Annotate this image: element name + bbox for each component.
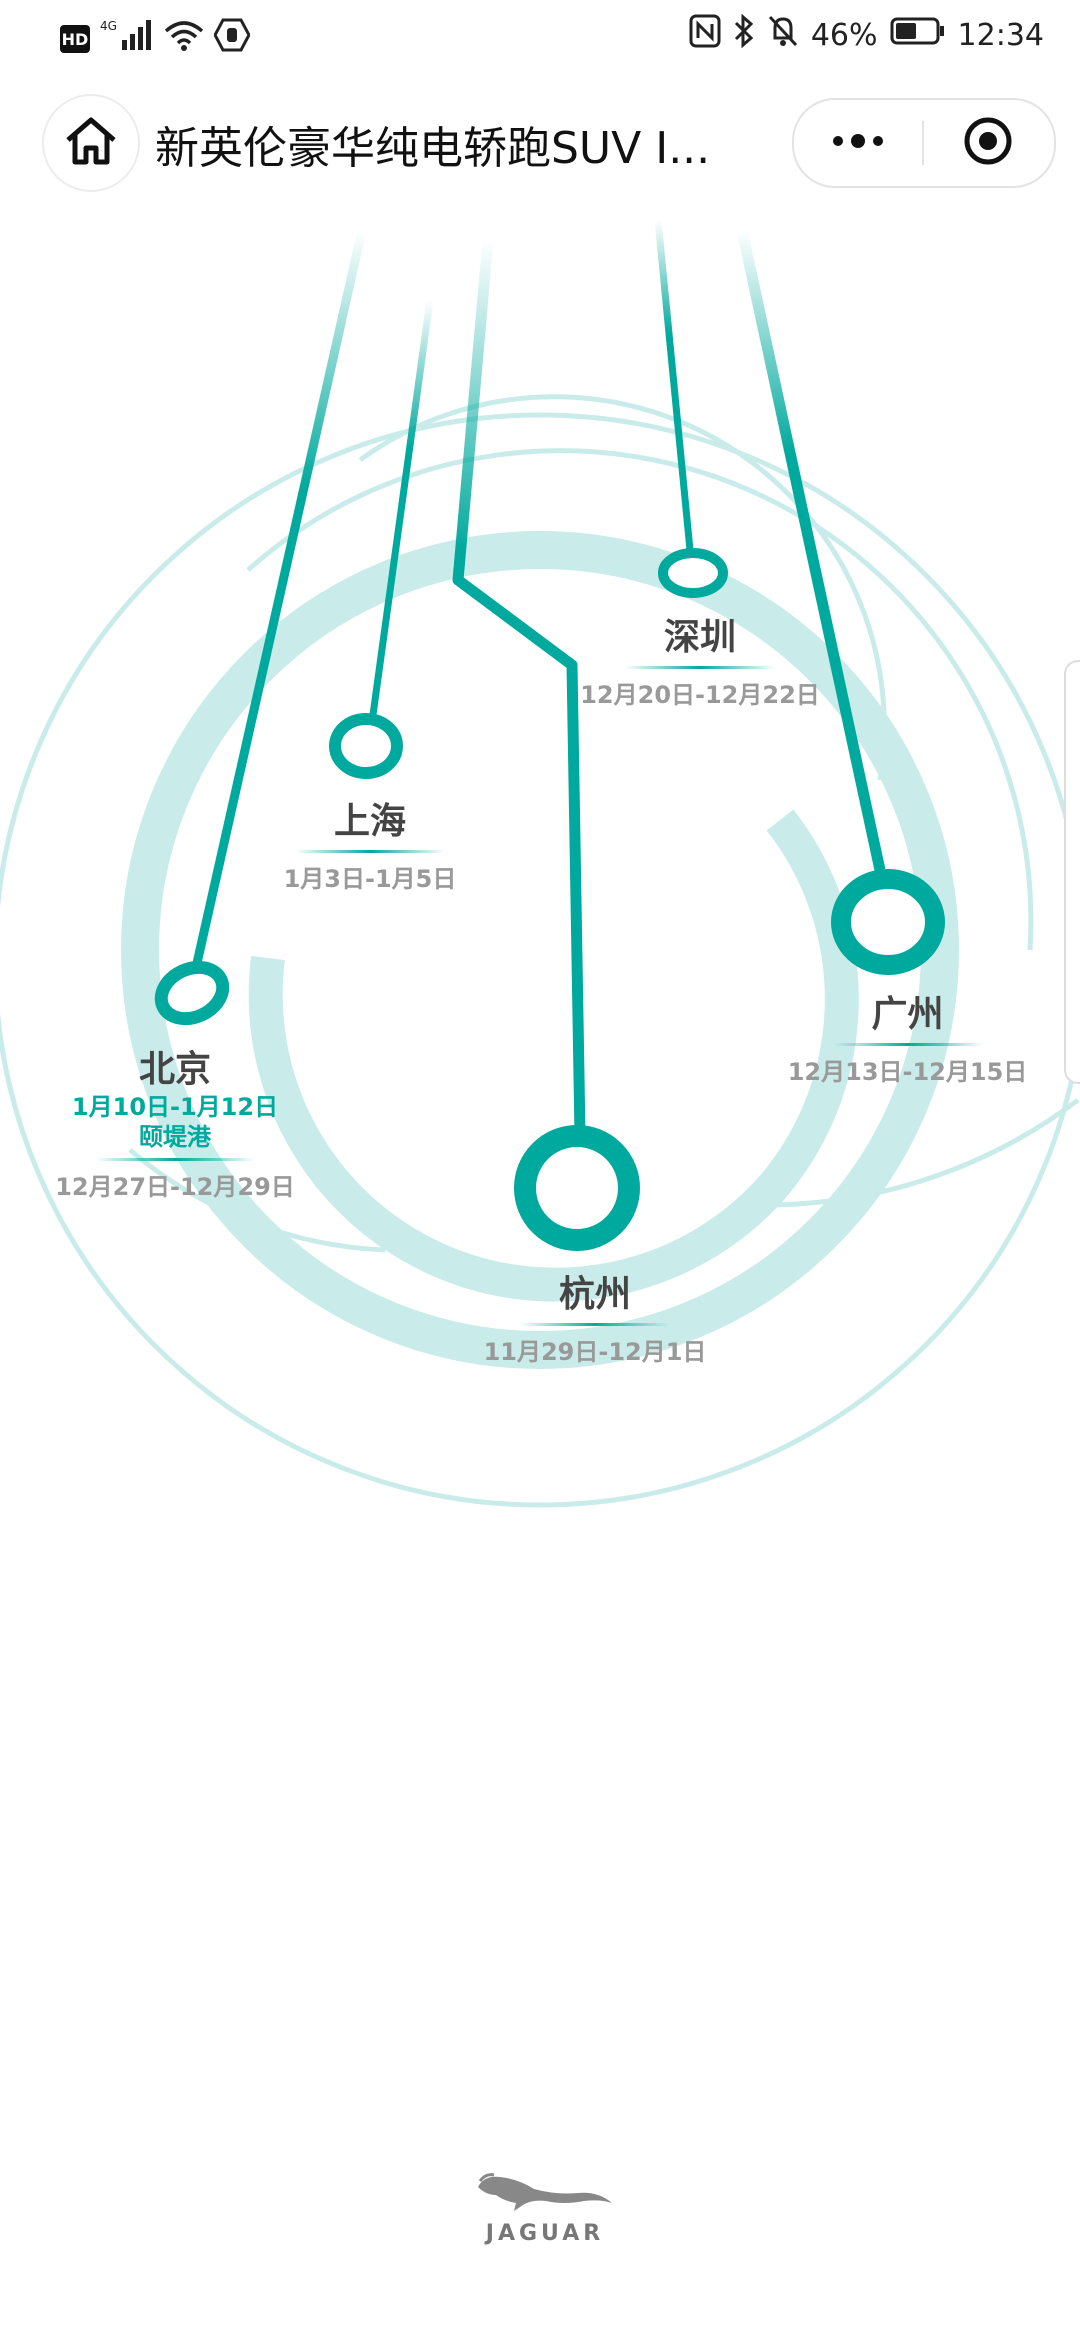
battery-icon [890,16,946,54]
city-date: 12月27日-12月29日 [55,1173,295,1201]
hd-badge: HD [60,25,90,53]
home-icon [64,116,118,170]
station-nodes [154,548,945,1251]
city-date: 12月20日-12月22日 [580,681,820,709]
home-button[interactable] [42,94,140,192]
side-scroll-handle[interactable] [1064,660,1080,1084]
city-shanghai[interactable]: 上海 1月3日-1月5日 [230,792,510,894]
status-left: HD 4G [60,18,251,60]
node-shenzhen [658,548,728,598]
close-button[interactable] [924,100,1052,186]
city-extra-venue: 颐堤港 [139,1123,211,1151]
route-beijing [190,229,367,973]
inner-thick-arc [248,809,859,1302]
city-hangzhou[interactable]: 杭州 11月29日-12月1日 [455,1265,735,1367]
network-label: 4G [100,19,117,33]
background-rings [0,394,1080,1508]
city-name: 杭州 [558,1274,631,1315]
route-guangzhou [736,228,886,872]
more-dots-icon [830,133,886,153]
city-date: 12月13日-12月15日 [787,1058,1028,1086]
ring-arc-inner-top [358,394,887,781]
brand-wordmark: JAGUAR [485,2221,605,2246]
title-bar: 新英伦豪华纯电轿跑SUV I... [0,88,1080,196]
clock: 12:34 [957,17,1044,53]
city-name: 上海 [333,801,406,842]
node-shanghai [329,713,403,779]
leaper-icon [478,2173,612,2211]
city-shenzhen[interactable]: 深圳 12月20日-12月22日 [560,608,840,710]
ring-arc-upper [246,448,1034,951]
city-underline [625,666,775,669]
route-shenzhen [654,219,694,551]
city-extra-date: 1月10日-1月12日 [71,1093,279,1121]
route-map [0,219,1080,1508]
city-name: 深圳 [663,617,736,658]
capsule-divider [922,121,924,165]
thick-ring [121,531,959,1369]
city-underline [520,1323,670,1326]
jaguar-logo: JAGUAR [460,2165,630,2246]
ring-arc-left [128,1148,386,1253]
city-beijing[interactable]: 北京 1月10日-1月12日 颐堤港 12月27日-12月29日 [45,1040,305,1202]
bluetooth-icon [733,13,755,56]
route-hangzhou [452,239,586,1136]
node-beijing [154,960,230,1026]
more-button[interactable] [794,100,922,186]
city-date: 1月3日-1月5日 [283,865,457,893]
mini-program-capsule [792,98,1056,188]
status-right: 46% 12:34 [689,13,1044,56]
city-date: 11月29日-12月1日 [483,1338,707,1366]
battery-percent: 46% [810,17,878,53]
route-lines [190,219,886,1136]
mute-bell-icon [767,14,799,56]
city-name: 广州 [871,994,944,1035]
wifi-icon [164,19,204,59]
outer-ring [0,412,1080,1508]
city-underline [832,1043,983,1046]
ring-arc-right [769,1098,1080,1208]
signal-icon: 4G [100,18,154,60]
route-shanghai [368,299,434,723]
page-title: 新英伦豪华纯电轿跑SUV I... [155,123,711,174]
target-icon [963,116,1013,170]
status-bar: HD 4G [0,0,1080,72]
node-guangzhou [831,869,945,975]
city-guangzhou[interactable]: 广州 12月13日-12月15日 [775,985,1040,1087]
city-underline [95,1158,255,1161]
city-name: 北京 [138,1049,211,1090]
hand-shield-icon [213,18,251,60]
nfc-icon [689,14,721,56]
node-hangzhou [514,1125,640,1251]
city-underline [295,850,445,853]
